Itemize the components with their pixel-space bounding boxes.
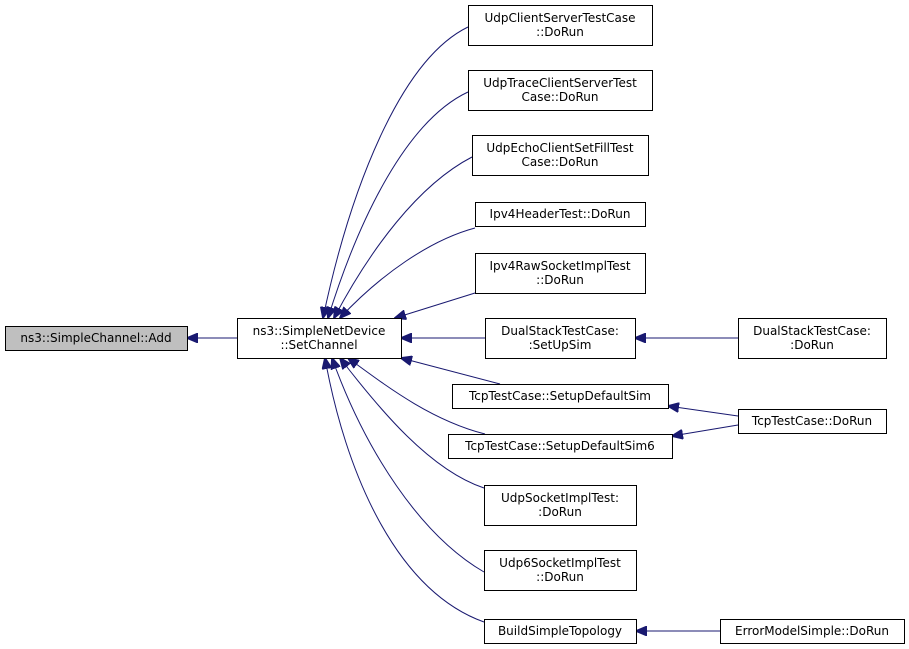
edge-utcs-to-snd [328, 91, 469, 318]
node-box[interactable] [484, 485, 637, 526]
node-label: ::DoRun [536, 570, 584, 584]
node-label: UdpEchoClientSetFillTest [486, 141, 634, 155]
node-label: TcpTestCase::SetupDefaultSim [468, 389, 651, 403]
node-label: UdpSocketImplTest: [501, 491, 619, 505]
edge-tcps6-to-snd [348, 358, 486, 435]
edge-uecs-to-snd [334, 156, 473, 318]
node-label: TcpTestCase::SetupDefaultSim6 [464, 439, 655, 453]
node-box[interactable] [475, 202, 646, 227]
node-dualstacktestcase-dorun[interactable]: DualStackTestCase::DoRun [738, 318, 887, 359]
node-box[interactable] [5, 326, 188, 351]
node-label: ErrorModelSimple::DoRun [735, 624, 889, 638]
node-box[interactable] [468, 5, 653, 46]
node-label: ::DoRun [536, 25, 584, 39]
node-box[interactable] [485, 318, 636, 359]
node-label: Case::DoRun [521, 90, 598, 104]
node-ipv4headertest-dorun[interactable]: Ipv4HeaderTest::DoRun [475, 202, 646, 227]
node-label: UdpTraceClientServerTest [483, 76, 637, 90]
node-udp6socketimpltest-dorun[interactable]: Udp6SocketImplTest::DoRun [484, 550, 637, 591]
edge-usi-to-snd [340, 358, 485, 489]
node-label: :DoRun [790, 338, 834, 352]
node-label: Udp6SocketImplTest [499, 556, 621, 570]
node-box[interactable] [468, 70, 653, 111]
node-label: TcpTestCase::DoRun [751, 414, 872, 428]
node-label: Case::DoRun [521, 155, 598, 169]
node-box[interactable] [738, 318, 887, 359]
node-udpclientservertestcase-dorun[interactable]: UdpClientServerTestCase::DoRun [468, 5, 653, 46]
node-label: ::SetChannel [280, 338, 357, 352]
edge-bst-to-snd [325, 358, 485, 623]
node-box[interactable] [484, 550, 637, 591]
edge-ipv4h-to-snd [340, 227, 476, 318]
node-label: ::DoRun [536, 273, 584, 287]
node-box[interactable] [448, 434, 673, 459]
node-box[interactable] [452, 384, 669, 409]
node-udpsocketimpltest-dorun[interactable]: UdpSocketImplTest::DoRun [484, 485, 637, 526]
node-ns3-simplenetdevice-setchannel[interactable]: ns3::SimpleNetDevice::SetChannel [237, 318, 402, 359]
node-label: Ipv4HeaderTest::DoRun [490, 207, 631, 221]
node-tcptestcase-dorun[interactable]: TcpTestCase::DoRun [738, 409, 887, 434]
node-dualstacktestcase-setupsim[interactable]: DualStackTestCase::SetUpSim [485, 318, 636, 359]
node-label: Ipv4RawSocketImplTest [489, 259, 630, 273]
edge-ucs-to-snd [323, 26, 469, 318]
node-box[interactable] [237, 318, 402, 359]
node-box[interactable] [720, 619, 905, 644]
node-label: DualStackTestCase: [501, 324, 619, 338]
node-label: :DoRun [538, 505, 582, 519]
edge-u6si-to-snd [332, 358, 485, 573]
node-tcptestcase-setupdefaultsim[interactable]: TcpTestCase::SetupDefaultSim [452, 384, 669, 409]
node-label: BuildSimpleTopology [498, 624, 622, 638]
node-box[interactable] [472, 135, 649, 176]
node-label: DualStackTestCase: [753, 324, 871, 338]
nodes: ns3::SimpleChannel::Add ns3::SimpleNetDev… [5, 5, 905, 644]
node-tcptestcase-setupdefaultsim6[interactable]: TcpTestCase::SetupDefaultSim6 [448, 434, 673, 459]
node-label: ns3::SimpleChannel::Add [20, 331, 171, 345]
node-box[interactable] [738, 409, 887, 434]
edge-tcpd-to-tcps [668, 406, 739, 417]
node-ipv4rawsocketimpltest-dorun[interactable]: Ipv4RawSocketImplTest::DoRun [475, 253, 646, 294]
edge-tcpd-to-tcps6 [672, 424, 739, 436]
node-buildsimpletopology[interactable]: BuildSimpleTopology [484, 619, 637, 644]
node-label: UdpClientServerTestCase [484, 11, 635, 25]
edges [187, 26, 739, 631]
node-label: ns3::SimpleNetDevice [253, 324, 386, 338]
edge-ipv4r-to-snd [395, 292, 476, 318]
node-errormodelsimple-dorun[interactable]: ErrorModelSimple::DoRun [720, 619, 905, 644]
node-box[interactable] [484, 619, 637, 644]
node-ns3-simplechannel-add[interactable]: ns3::SimpleChannel::Add [5, 326, 188, 351]
edge-tcps-to-snd [401, 358, 501, 385]
node-box[interactable] [475, 253, 646, 294]
node-label: :SetUpSim [529, 338, 592, 352]
